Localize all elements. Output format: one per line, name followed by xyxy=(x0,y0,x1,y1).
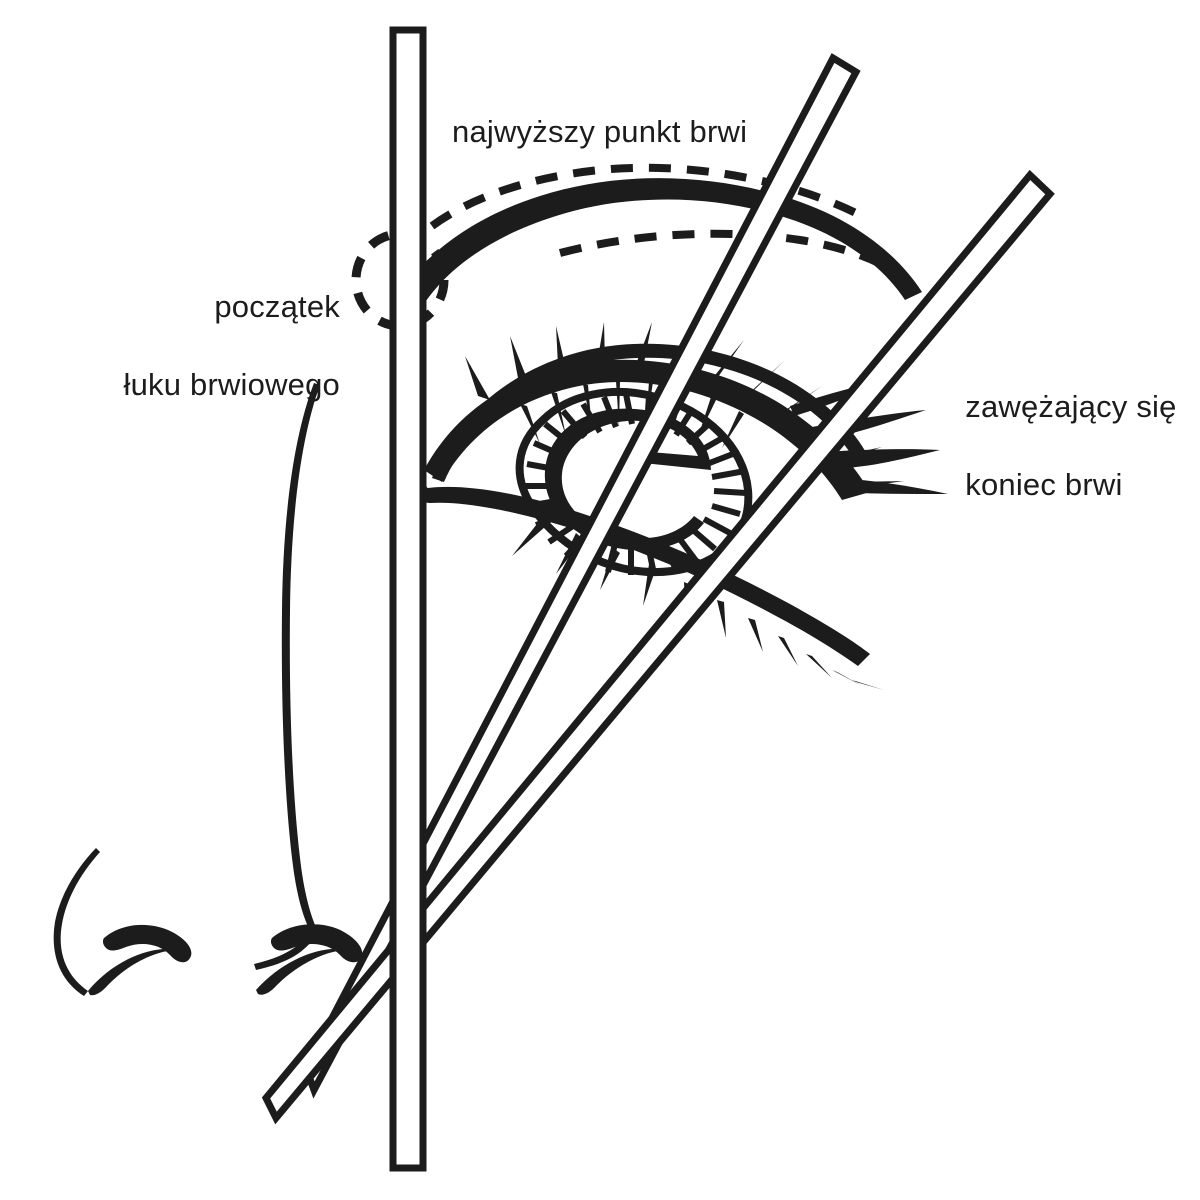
dashed-circle-arch-start xyxy=(351,229,449,331)
label-tapering-brow-end-line2: koniec brwi xyxy=(965,467,1123,502)
diagonal-ruler-inner-body xyxy=(302,53,861,1099)
nose-wing-left-outer xyxy=(53,848,100,996)
eyebrow-shape xyxy=(392,178,922,304)
vertical-ruler-body xyxy=(389,26,427,1172)
nose-wing-right xyxy=(254,930,316,970)
nostril-left-sweep xyxy=(88,948,180,996)
diagonal-ruler-outer[interactable] xyxy=(261,169,1055,1125)
diagonal-ruler-inner[interactable] xyxy=(302,53,861,1099)
eyebrow-group xyxy=(392,178,922,304)
label-brow-arch-start-line2: łuku brwiowego xyxy=(123,367,340,402)
nostril-right xyxy=(270,924,363,963)
nose-bridge-line xyxy=(281,383,320,935)
nose-group xyxy=(53,383,398,996)
dashed-arc-lower xyxy=(558,229,924,296)
upper-lash-line xyxy=(424,359,870,500)
nostril-right-sweep xyxy=(256,948,350,995)
dashed-arc-upper xyxy=(429,163,862,230)
label-brow-arch-start-line1: początek xyxy=(214,289,340,324)
vertical-ruler[interactable] xyxy=(389,26,427,1172)
nostril-left xyxy=(102,924,192,963)
eye-group xyxy=(416,322,948,690)
label-tapering-brow-end-line1: zawężający się xyxy=(965,389,1177,424)
diagonal-ruler-outer-body xyxy=(261,169,1055,1125)
label-highest-brow-point: najwyższy punkt brwi xyxy=(452,114,748,149)
label-brow-arch-start: początek łuku brwiowego xyxy=(24,248,340,443)
label-tapering-brow-end: zawężający się koniec brwi xyxy=(930,348,1177,543)
